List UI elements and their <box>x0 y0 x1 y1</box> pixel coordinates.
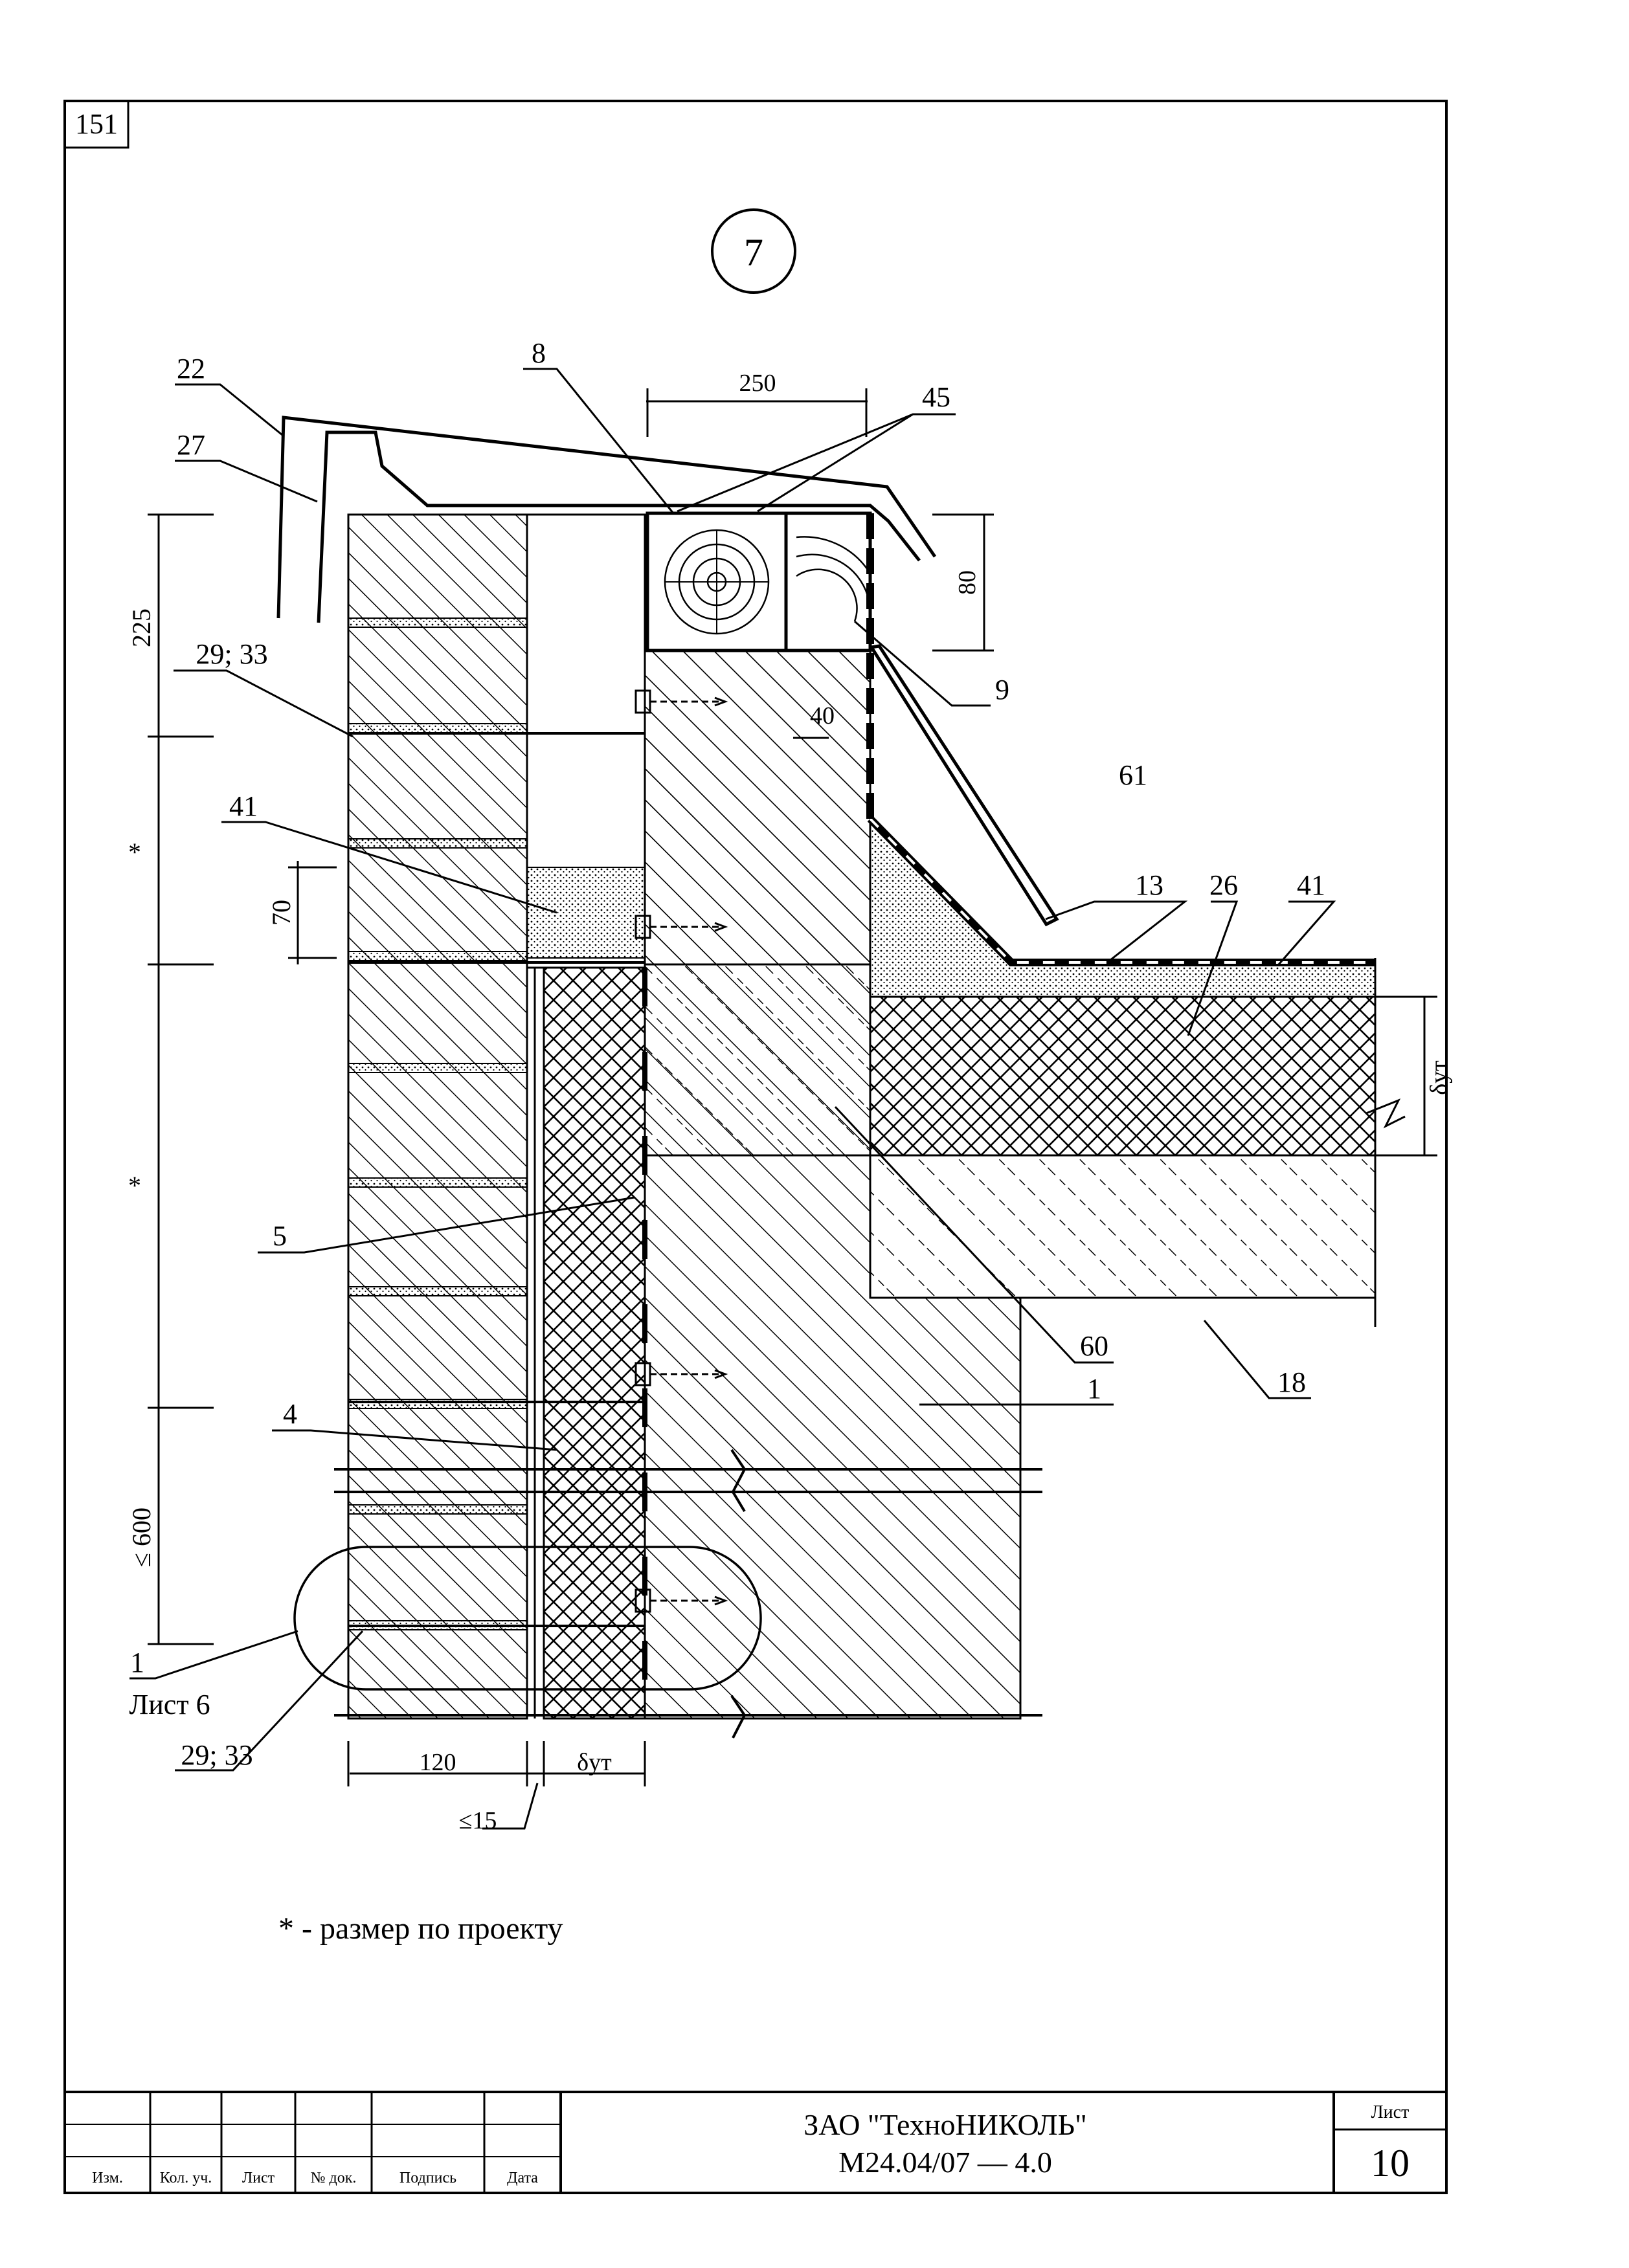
dim-80: 80 <box>954 570 981 595</box>
dim-70: 70 <box>267 900 296 926</box>
callout-45: 45 <box>922 381 950 413</box>
sheet-label: Лист <box>1371 2102 1410 2122</box>
brick-wall <box>347 513 528 1720</box>
dashed-concrete-zone <box>644 963 871 1157</box>
timber-blocks <box>646 511 872 652</box>
callout-60: 60 <box>1080 1330 1108 1362</box>
dim-250: 250 <box>739 370 776 397</box>
title-block <box>65 2091 1446 2193</box>
structural-wall <box>644 649 1022 1720</box>
tb-col-signature: Подпись <box>399 2170 456 2186</box>
sand-fill-left <box>526 867 646 959</box>
anchors <box>635 689 728 1613</box>
tb-col-doc: № док. <box>311 2170 357 2186</box>
callout-18: 18 <box>1277 1366 1306 1398</box>
callout-41-left: 41 <box>229 790 258 822</box>
tb-col-kol-uch: Кол. уч. <box>160 2170 212 2186</box>
detail-marker <box>711 208 796 294</box>
callout-27: 27 <box>177 429 205 461</box>
sheet-corner-number: 151 <box>75 108 118 140</box>
wall-ties <box>348 732 645 1627</box>
dim-insulation-roof: δут <box>1426 1060 1453 1095</box>
dim-star-lower: * <box>128 1171 141 1200</box>
callout-41-right: 41 <box>1297 869 1325 901</box>
sheet-frame <box>63 100 1448 2194</box>
callout-13: 13 <box>1135 869 1163 901</box>
break-lines <box>334 1449 1042 1739</box>
callout-22: 22 <box>177 353 205 384</box>
note-text: * - размер по проекту <box>278 1911 563 1946</box>
roof-insulation <box>869 995 1376 1157</box>
roof-slab <box>869 1154 1376 1299</box>
callout-8: 8 <box>532 337 546 369</box>
dim-max-600: ≤ 600 <box>127 1507 156 1567</box>
roof-membrane <box>867 816 1375 966</box>
tb-col-izm: Изм. <box>92 2170 123 2186</box>
section-drawing <box>276 416 1376 1739</box>
tb-col-list: Лист <box>242 2170 275 2186</box>
reference-oval <box>293 1546 762 1691</box>
dim-star-upper: * <box>128 838 141 867</box>
callout-1: 1 <box>1087 1373 1101 1405</box>
callout-9: 9 <box>995 674 1009 706</box>
dim-gap: ≤15 <box>459 1807 497 1834</box>
leader-lines <box>129 368 1336 1830</box>
reference-sheet: Лист 6 <box>129 1689 210 1720</box>
dim-40: 40 <box>810 702 835 729</box>
dimension-lines <box>148 388 1437 1786</box>
detail-number: 7 <box>744 231 763 274</box>
apron-flashing <box>868 644 1059 927</box>
dim-225: 225 <box>127 608 156 647</box>
callout-5: 5 <box>273 1220 287 1252</box>
parapet-coping <box>276 416 937 623</box>
sheet-number: 10 <box>1371 2142 1410 2185</box>
callout-29-33-top: 29; 33 <box>196 638 267 670</box>
callout-26: 26 <box>1209 869 1238 901</box>
dim-120: 120 <box>420 1749 456 1776</box>
callout-29-33-bottom: 29; 33 <box>181 1739 253 1771</box>
roof-screed <box>870 820 1376 997</box>
document-code: М24.04/07 — 4.0 <box>838 2146 1052 2179</box>
company-name: ЗАО "ТехноНИКОЛЬ" <box>803 2108 1087 2141</box>
callout-61: 61 <box>1119 759 1147 791</box>
tb-col-date: Дата <box>507 2170 538 2186</box>
dim-insulation-bottom: δут <box>577 1749 612 1776</box>
callout-4: 4 <box>283 1398 297 1430</box>
reference-number: 1 <box>130 1647 144 1678</box>
wall-insulation <box>543 966 646 1720</box>
